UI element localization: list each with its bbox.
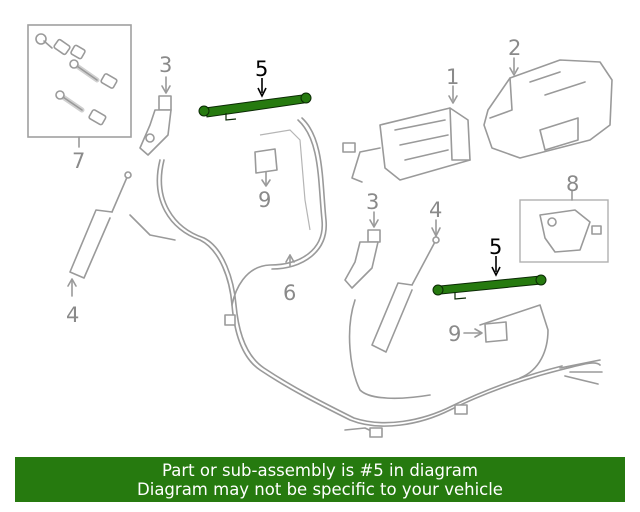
part-5-lower-rod[interactable] — [432, 256, 547, 300]
part-9-lower-bracket[interactable] — [463, 321, 508, 343]
callout-1: 1 — [446, 65, 459, 89]
banner-line-2: Diagram may not be specific to your vehi… — [137, 479, 503, 499]
part-5-upper-rod[interactable] — [198, 78, 312, 121]
callout-3-upper: 3 — [159, 53, 172, 77]
part-7-hardware-kit[interactable] — [27, 24, 132, 148]
callout-8: 8 — [566, 172, 579, 196]
callout-6: 6 — [283, 281, 296, 305]
part-3-lower-fitting[interactable] — [344, 211, 381, 289]
banner-line-1: Part or sub-assembly is #5 in diagram — [162, 460, 478, 480]
callout-5-upper: 5 — [255, 57, 268, 81]
part-8-bracket[interactable] — [519, 189, 609, 263]
part-9-upper-bracket[interactable] — [254, 148, 278, 187]
info-banner: Part or sub-assembly is #5 in diagram Di… — [15, 457, 625, 502]
part-4-left-strut[interactable] — [67, 171, 132, 297]
callout-9-lower: 9 — [448, 322, 461, 346]
part-2-reservoir[interactable] — [483, 57, 613, 159]
callout-9-upper: 9 — [258, 188, 271, 212]
callout-7: 7 — [72, 149, 85, 173]
callout-4-left: 4 — [66, 303, 79, 327]
callout-5-lower: 5 — [489, 235, 502, 259]
callout-3-lower: 3 — [366, 190, 379, 214]
part-6-hose-assembly[interactable] — [129, 117, 603, 438]
part-4-right-strut[interactable] — [371, 219, 441, 353]
part-3-upper-fitting[interactable] — [139, 76, 172, 156]
callout-4-right: 4 — [429, 198, 442, 222]
callout-2: 2 — [508, 36, 521, 60]
part-1-module[interactable] — [342, 85, 471, 183]
